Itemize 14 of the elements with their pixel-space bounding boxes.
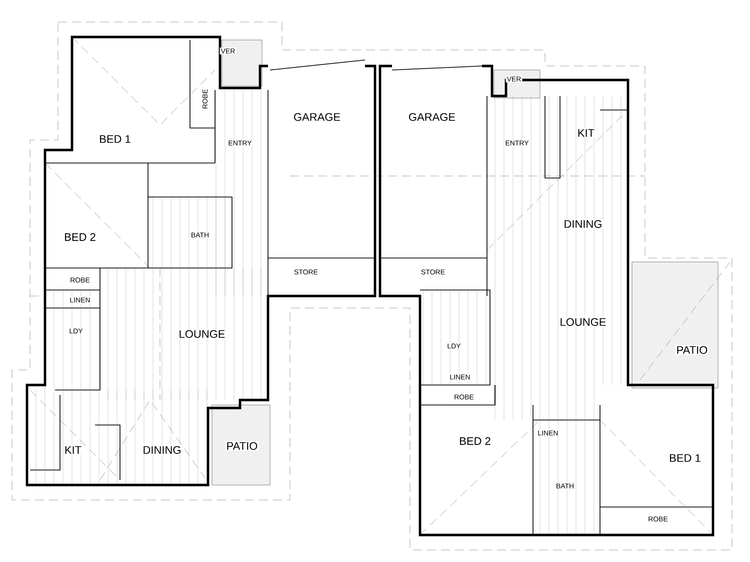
room-label: LOUNGE (178, 329, 226, 339)
room-label: LOUNGE (558, 317, 608, 327)
room-label: BED 1 (668, 453, 702, 463)
room-label: KIT (63, 445, 83, 455)
room-label: DINING (562, 219, 604, 229)
room-label: BED 2 (458, 436, 492, 446)
room-label: KIT (576, 128, 596, 138)
room-label: PATIO (225, 441, 259, 451)
room-label: DINING (142, 445, 182, 455)
room-label: GARAGE (292, 112, 342, 122)
room-label: BED 2 (63, 232, 97, 242)
room-label: PATIO (675, 345, 709, 355)
room-label: GARAGE (407, 112, 457, 122)
room-label: BED 1 (98, 134, 132, 144)
